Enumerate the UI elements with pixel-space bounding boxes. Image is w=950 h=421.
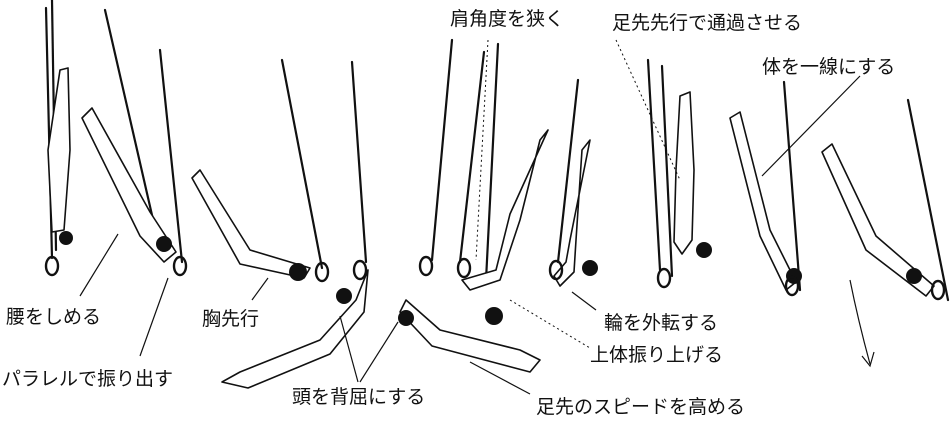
gymnast-figure-10 — [822, 100, 948, 300]
swing-arrow-icon — [850, 280, 870, 364]
leader-atama-2 — [360, 322, 398, 382]
gymnast-figure-3 — [192, 60, 328, 281]
gymnast-figure-2 — [82, 10, 186, 275]
label-atama: 頭を背屈にする — [292, 388, 425, 407]
gymnast-figure-8 — [648, 60, 712, 287]
gymnast-figure-7 — [550, 80, 598, 286]
label-joutai: 上体振り上げる — [590, 346, 723, 365]
label-wa: 輪を外転する — [604, 314, 718, 333]
label-karada: 体を一線にする — [762, 58, 895, 77]
label-kata: 肩角度を狭く — [450, 10, 564, 29]
leader-mune — [252, 278, 268, 300]
label-ashisaki-tsuka: 足先先行で通過させる — [612, 14, 802, 33]
leader-joutai — [510, 300, 590, 348]
leader-wa — [572, 292, 596, 310]
leader-karada — [762, 76, 860, 176]
arrowhead-icon — [862, 352, 874, 366]
leader-parallel — [140, 278, 168, 356]
gymnast-figure-1 — [46, 0, 73, 275]
label-mune: 胸先行 — [202, 310, 259, 329]
gymnast-figure-6 — [458, 44, 548, 325]
label-speed: 足先のスピードを高める — [536, 398, 745, 417]
label-koshi: 腰をしめる — [6, 308, 101, 327]
gymnast-figure-9 — [730, 82, 802, 295]
label-parallel: パラレルで振り出す — [2, 370, 173, 389]
leader-koshi — [80, 234, 118, 296]
